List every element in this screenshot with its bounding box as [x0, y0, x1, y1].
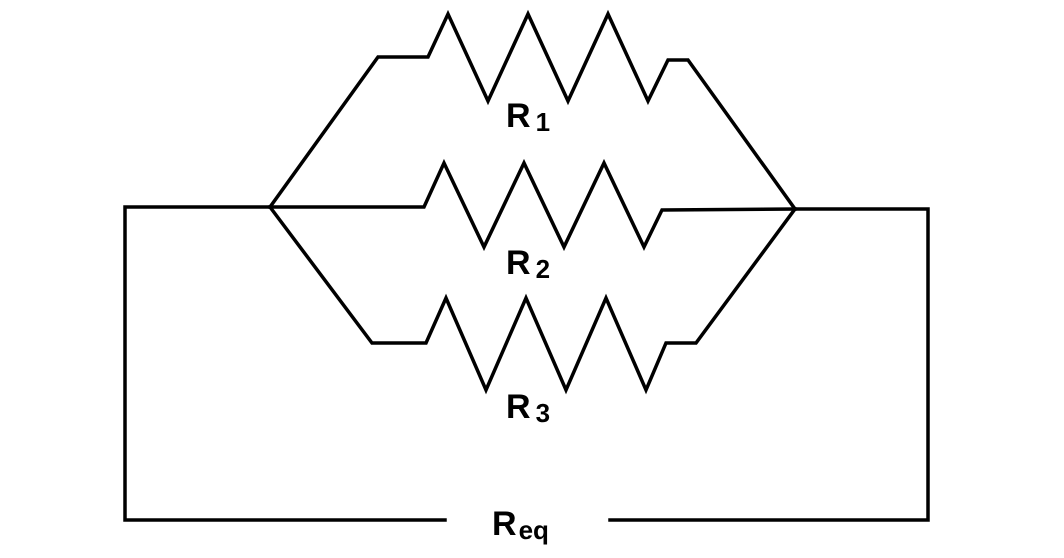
resistor-r2-branch	[268, 158, 797, 252]
left-loop-wire	[123, 205, 447, 522]
right-loop-wire	[608, 207, 930, 522]
equivalent-resistance-label: Req	[492, 505, 549, 545]
resistor-r1-branch	[267, 9, 798, 212]
resistor-r3-branch	[267, 204, 798, 395]
